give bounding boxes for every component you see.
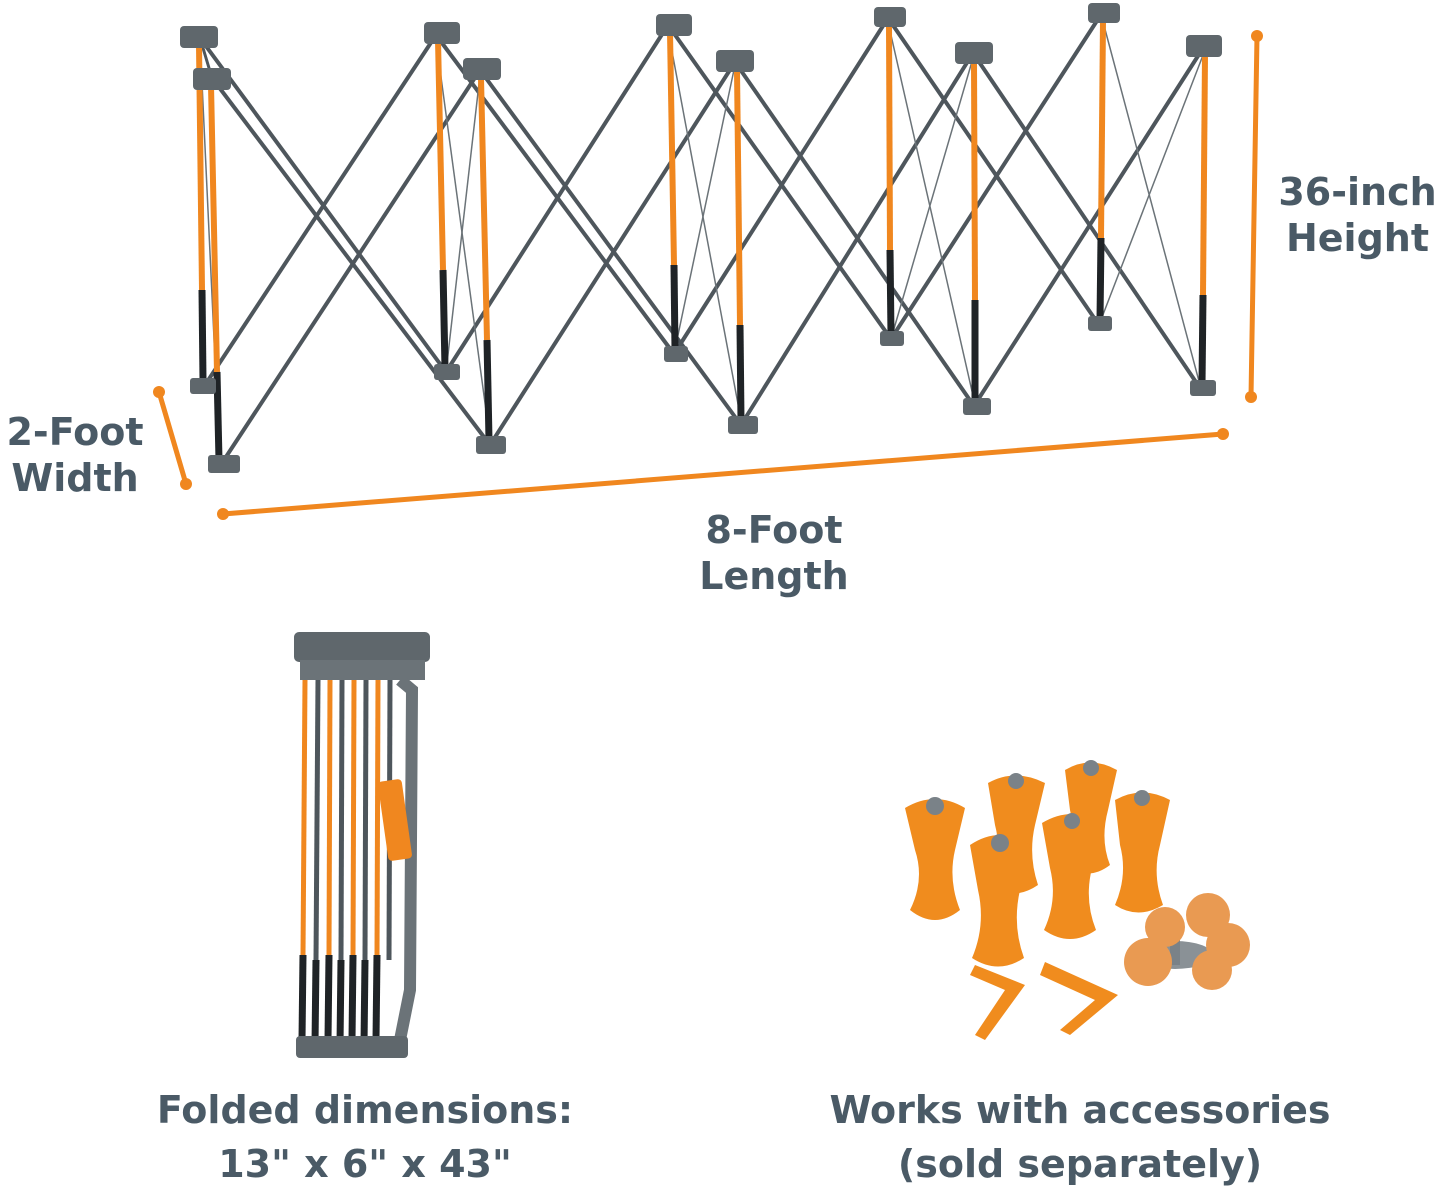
accessories-caption: Works with accessories (sold separately): [780, 1088, 1380, 1187]
accessories-caption-line1: Works with accessories: [829, 1088, 1331, 1132]
width-label-line2: Width: [11, 455, 139, 500]
folded-sawhorse: [294, 632, 430, 1058]
sawhorse-frame: [198, 11, 1207, 468]
leg-caps: [180, 3, 1222, 90]
width-label-line1: 2-Foot: [6, 410, 144, 454]
width-label: 2-Foot Width: [0, 410, 150, 501]
height-dimension-line: [1245, 30, 1263, 403]
folded-caption: Folded dimensions: 13" x 6" x 43": [100, 1088, 630, 1187]
sawhorse-legs: [196, 19, 1208, 461]
height-label-line2: Height: [1285, 215, 1430, 260]
height-label: 36-inch Height: [1270, 170, 1445, 261]
height-label-line1: 36-inch: [1278, 170, 1437, 214]
leg-feet: [190, 316, 1216, 473]
folded-caption-line2: 13" x 6" x 43": [218, 1141, 512, 1186]
width-dimension-line: [153, 386, 192, 490]
folded-caption-line1: Folded dimensions:: [156, 1088, 574, 1132]
accessories-caption-line2: (sold separately): [897, 1141, 1263, 1186]
length-dimension-line: [217, 428, 1229, 520]
accessory-kit: [905, 760, 1250, 1040]
length-label: 8-Foot Length: [674, 508, 874, 599]
length-label-line2: Length: [699, 553, 849, 598]
length-label-line1: 8-Foot: [705, 508, 843, 552]
